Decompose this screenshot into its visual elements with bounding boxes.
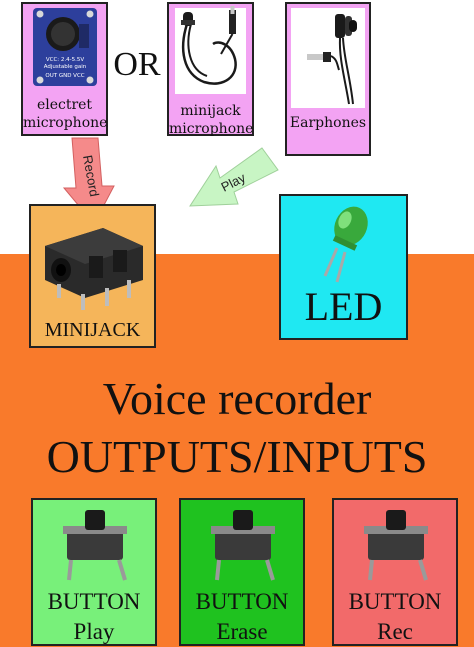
- led-label: LED: [304, 284, 383, 329]
- earphones-image: [291, 8, 365, 108]
- play-arrow: Play: [189, 147, 279, 207]
- or-label: OR: [113, 46, 161, 83]
- record-arrow: Record: [62, 137, 115, 225]
- board-text-vcc: VCC: 2.4-5.5V: [46, 57, 85, 63]
- rec-button-card: BUTTON Rec: [332, 498, 458, 646]
- lavalier-microphone-image: [175, 6, 246, 94]
- minijack-mic-label-line2: microphone: [169, 121, 254, 137]
- record-arrow-label: Record: [80, 154, 102, 198]
- play-button-label-line2: Play: [73, 619, 115, 644]
- rec-button-label-line2: Rec: [377, 619, 413, 644]
- electret-microphone-board-image: VCC: 2.4-5.5V Adjustable gain OUT GND VC…: [33, 8, 97, 86]
- electret-label-line2: microphone: [23, 115, 108, 131]
- minijack-card: MINIJACK: [29, 204, 156, 348]
- earphones-card: Earphones: [285, 2, 371, 156]
- minijack-microphone-card: minijack microphone: [167, 2, 254, 137]
- play-button-label-line1: BUTTON: [47, 589, 141, 614]
- led-card: LED: [279, 194, 408, 340]
- title-line2: OUTPUTS/INPUTS: [46, 431, 428, 482]
- tactile-button-image: [63, 510, 127, 581]
- tactile-button-image: [364, 510, 428, 581]
- title-line1: Voice recorder: [102, 373, 372, 424]
- erase-button-label-line2: Erase: [216, 619, 268, 644]
- minijack-mic-label-line1: minijack: [180, 103, 241, 119]
- green-led-image: [323, 206, 368, 283]
- electret-label-line1: electret: [36, 97, 93, 113]
- board-text-gain: Adjustable gain: [44, 64, 87, 70]
- tactile-button-image: [211, 510, 275, 581]
- play-button-card: BUTTON Play: [31, 498, 157, 646]
- minijack-label: MINIJACK: [44, 319, 141, 341]
- erase-button-label-line1: BUTTON: [195, 589, 289, 614]
- erase-button-card: BUTTON Erase: [179, 498, 305, 646]
- earphones-label: Earphones: [289, 115, 367, 131]
- electret-microphone-card: VCC: 2.4-5.5V Adjustable gain OUT GND VC…: [21, 2, 108, 136]
- rec-button-label-line1: BUTTON: [348, 589, 442, 614]
- minijack-socket-image: [45, 228, 143, 310]
- board-text-pins: OUT GND VCC: [45, 73, 84, 79]
